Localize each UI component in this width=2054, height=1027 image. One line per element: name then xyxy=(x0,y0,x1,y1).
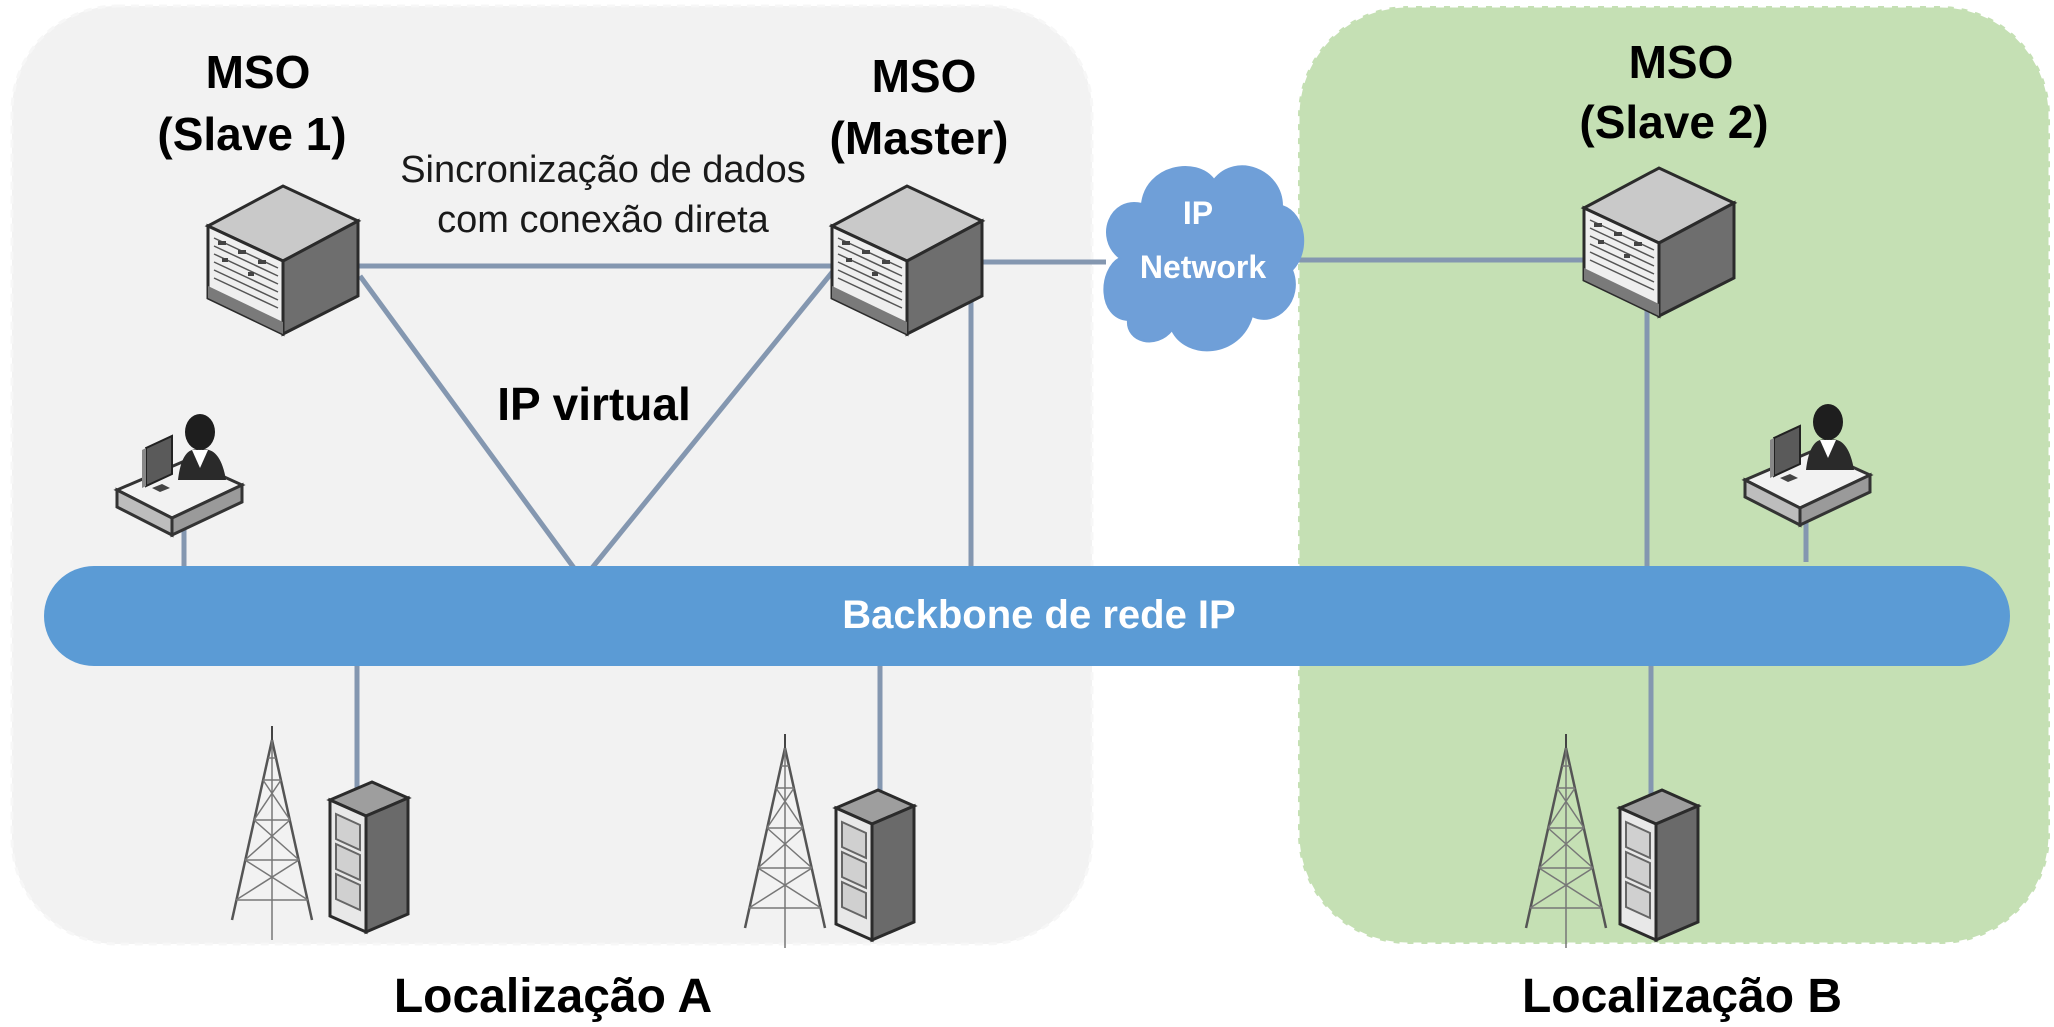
network-links xyxy=(181,257,1809,800)
backbone-label: Backbone de rede IP xyxy=(842,593,1235,637)
mso-master-label-line2: (Master) xyxy=(830,112,1009,164)
mso-slave2-label-line1: MSO xyxy=(1629,36,1734,88)
base-station-cabinet-b-icon xyxy=(1618,788,1700,942)
cloud-icon xyxy=(1103,165,1305,352)
sync-label-line1: Sincronização de dados xyxy=(400,149,806,191)
sync-label-line2: com conexão direta xyxy=(437,199,769,241)
location-b-zone xyxy=(1296,4,2052,946)
virtual-ip-link-slave1 xyxy=(357,274,577,570)
mso-slave1-label-line2: (Slave 1) xyxy=(157,108,346,160)
mso-master-label-line1: MSO xyxy=(872,50,977,102)
base-station-cabinet-a2-icon xyxy=(834,788,916,942)
virtual-ip-link-master xyxy=(590,268,836,570)
virtual-ip-label: IP virtual xyxy=(497,378,690,430)
ip-network-label-line1: IP xyxy=(1183,195,1213,231)
ip-backbone xyxy=(44,566,2010,666)
location-b-label: Localização B xyxy=(1522,970,1842,1022)
ip-network-label-line2: Network xyxy=(1140,249,1266,285)
mso-slave1-label-line1: MSO xyxy=(206,46,311,98)
mso-slave2-label-line2: (Slave 2) xyxy=(1579,96,1768,148)
base-station-cabinet-a1-icon xyxy=(328,780,410,934)
location-a-label: Localização A xyxy=(394,970,712,1022)
